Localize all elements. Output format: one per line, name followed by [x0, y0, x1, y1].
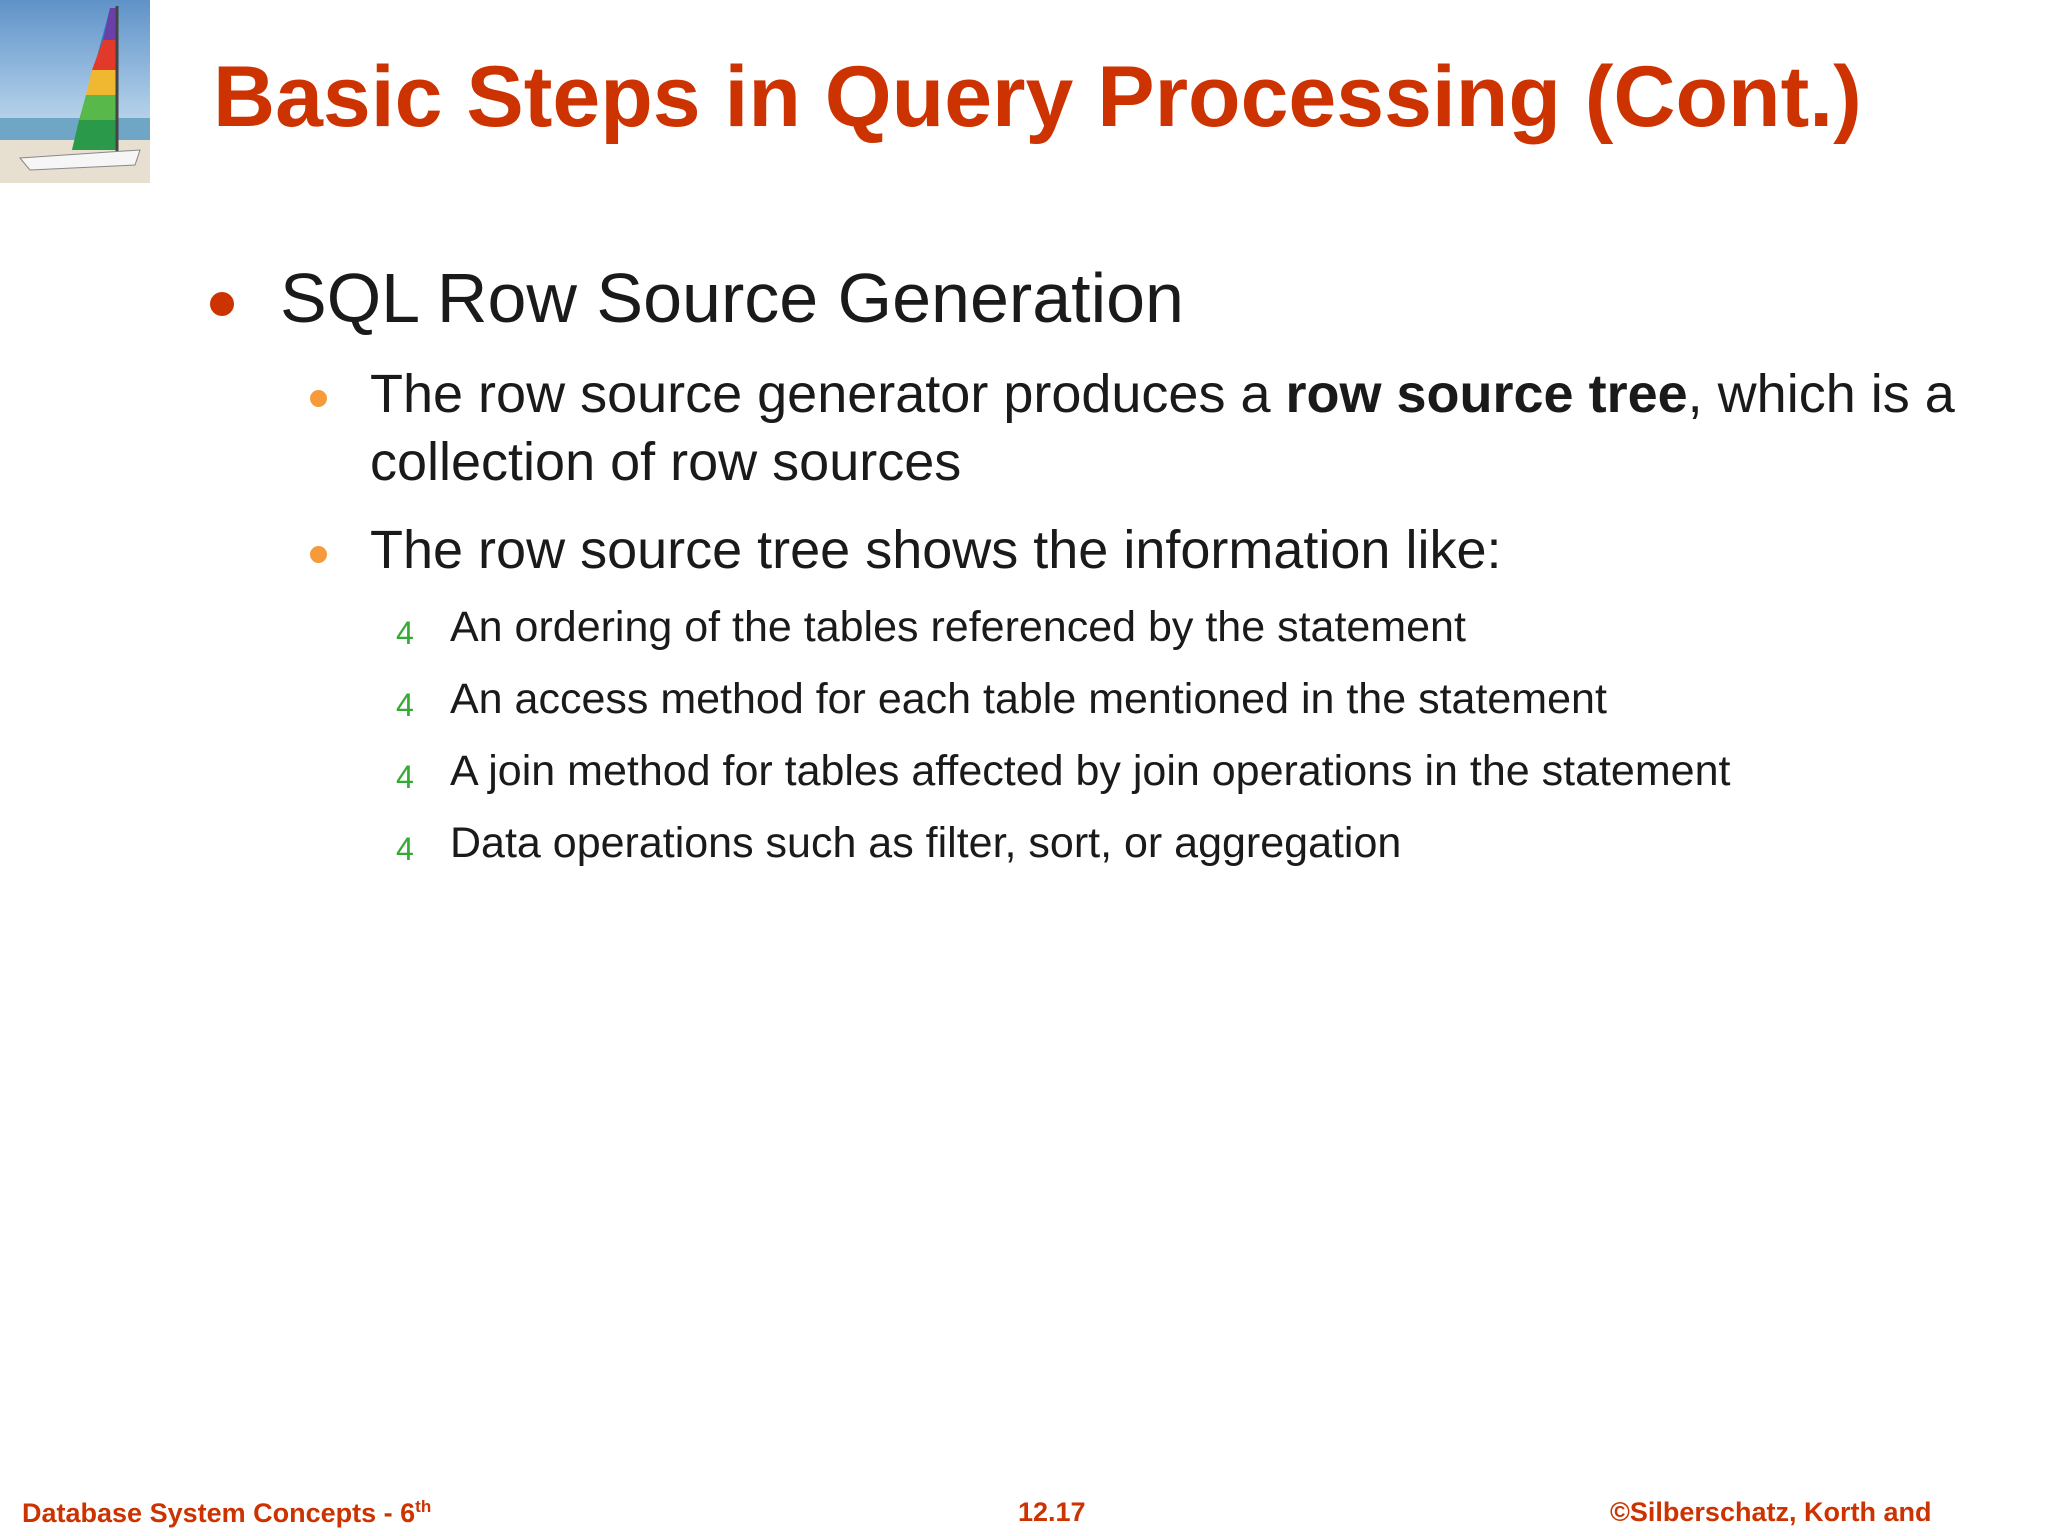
- level3-marker-icon: 4: [396, 615, 414, 651]
- sub-bullet-text: The row source tree shows the informatio…: [370, 520, 1502, 580]
- list-item-text: A join method for tables affected by joi…: [450, 747, 1731, 795]
- footer-book-title-text: Database System Concepts - 6: [22, 1498, 416, 1528]
- sub-bullet-text-bold: row source tree: [1285, 364, 1688, 424]
- list-item-text: An ordering of the tables referenced by …: [450, 603, 1466, 651]
- sub-bullet-text: The row source generator produces a row …: [370, 360, 2000, 496]
- footer-book-title-sup: th: [415, 1497, 432, 1516]
- sub-bullet-dot-icon: [310, 390, 327, 407]
- bullet-text: SQL Row Source Generation: [280, 259, 1184, 337]
- level3-marker-icon: 4: [396, 831, 414, 867]
- footer-page-number: 12.17: [1018, 1497, 1086, 1527]
- level3-marker-icon: 4: [396, 687, 414, 723]
- list-item: 4 A join method for tables affected by j…: [390, 747, 1990, 807]
- slide-title: Basic Steps in Query Processing (Cont.): [213, 49, 1862, 145]
- list-item-text: Data operations such as filter, sort, or…: [450, 819, 1402, 867]
- level3-marker-icon: 4: [396, 759, 414, 795]
- list-item: 4 An access method for each table mentio…: [390, 675, 1990, 735]
- list-item-text: An access method for each table mentione…: [450, 675, 1607, 723]
- list-item: 4 An ordering of the tables referenced b…: [390, 603, 1990, 663]
- sub-bullet-text-after: , which is a collection of row sources: [370, 364, 1955, 492]
- bullet-dot-icon: [210, 292, 234, 316]
- sub-bullet-dot-icon: [310, 546, 327, 563]
- sailboat-logo: [0, 0, 150, 183]
- footer-copyright: ©Silberschatz, Korth and: [1610, 1497, 1932, 1527]
- list-item: 4 Data operations such as filter, sort, …: [390, 819, 1990, 879]
- sub-bullet-text-before: The row source generator produces a: [370, 364, 1286, 424]
- footer-book-title: Database System Concepts - 6th: [22, 1497, 431, 1529]
